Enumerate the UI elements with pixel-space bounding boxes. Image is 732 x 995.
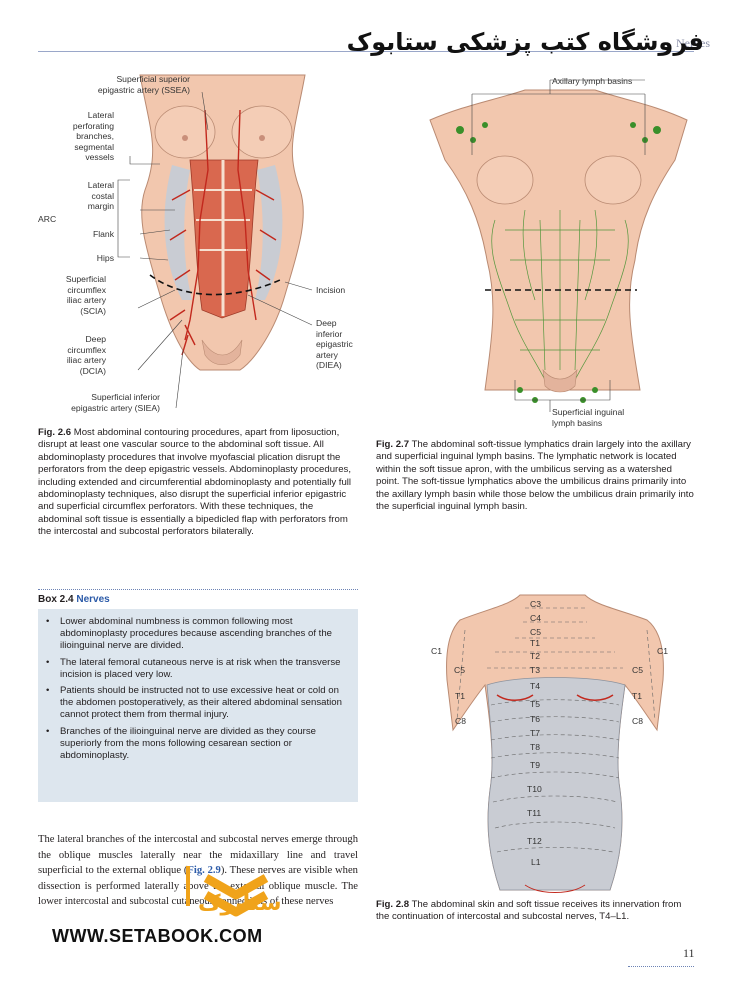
- box-number: Box 2.4: [38, 594, 74, 605]
- derm-c1-right: C1: [657, 646, 668, 656]
- fig-2-6-caption: Fig. 2.6 Most abdominal contouring proce…: [38, 427, 360, 539]
- label-arc: ARC: [38, 214, 57, 224]
- derm-c8-right: C8: [632, 716, 643, 726]
- body-text-b: ). These nerves are visible when dissect…: [38, 865, 358, 908]
- derm-t10: T10: [527, 784, 542, 794]
- setabook-logo-mark: [186, 866, 269, 917]
- derm-t5: T5: [530, 699, 541, 709]
- derm-c4: C4: [530, 613, 541, 623]
- box-list: Lower abdominal numbness is common follo…: [38, 609, 358, 762]
- derm-t1-right: T1: [632, 691, 643, 701]
- page-number: 11: [683, 946, 695, 960]
- setabook-logo-persian: ستابوک: [198, 890, 282, 915]
- box-top-rule: [38, 589, 358, 590]
- label-superficial-inguinal-lymph-basins: Superficial inguinal lymph basins: [552, 407, 625, 428]
- fig-2-6-caption-text: Most abdominal contouring procedures, ap…: [38, 427, 352, 538]
- fig-2-6-caption-ref: Fig. 2.6: [38, 427, 72, 438]
- running-header: Nerves: [676, 36, 710, 50]
- derm-t8: T8: [530, 742, 541, 752]
- label-flank: Flank: [92, 229, 114, 239]
- label-dcia: Deep circumflex iliac artery (DCIA): [66, 334, 106, 376]
- fig-2-8-caption: Fig. 2.8 The abdominal skin and soft tis…: [376, 899, 696, 924]
- derm-c1-left: C1: [431, 646, 442, 656]
- label-lateral-perforating: Lateral perforating branches, segmental …: [72, 110, 114, 162]
- derm-c3: C3: [530, 599, 541, 609]
- box-title-text: Nerves: [76, 594, 110, 605]
- derm-t4: T4: [530, 681, 541, 691]
- derm-c5: C5: [530, 627, 541, 637]
- box-nerves: Lower abdominal numbness is common follo…: [38, 609, 358, 802]
- box-item: Branches of the ilioinguinal nerve are d…: [46, 726, 350, 763]
- derm-t9: T9: [530, 760, 541, 770]
- derm-t7: T7: [530, 728, 541, 738]
- fig-2-8-illustration: [446, 594, 664, 893]
- derm-t12: T12: [527, 836, 542, 846]
- label-diea: Deep inferior epigastric artery (DIEA): [316, 318, 353, 370]
- label-siea: Superficial inferior epigastric artery (…: [71, 392, 160, 413]
- box-item: The lateral femoral cutaneous nerve is a…: [46, 657, 350, 681]
- fig-2-8-caption-ref: Fig. 2.8: [376, 899, 410, 910]
- label-hips: Hips: [96, 253, 114, 263]
- body-text-a: The lateral branches of the intercostal …: [38, 834, 358, 877]
- derm-t2: T2: [530, 651, 541, 661]
- fig-2-7-caption-ref: Fig. 2.7: [376, 439, 410, 450]
- body-paragraph: The lateral branches of the intercostal …: [38, 832, 358, 910]
- derm-l1: L1: [531, 857, 541, 867]
- derm-c5-right: C5: [632, 665, 643, 675]
- derm-t1: T1: [530, 638, 541, 648]
- fig-2-7-caption-text: The abdominal soft-tissue lymphatics dra…: [376, 439, 694, 513]
- label-scia: Superficial circumflex iliac artery (SCI…: [65, 274, 106, 316]
- label-lateral-costal-margin: Lateral costal margin: [87, 180, 114, 211]
- setabook-logo-url[interactable]: WWW.SETABOOK.COM: [52, 926, 263, 946]
- label-ssea: Superficial superior epigastric artery (…: [97, 74, 190, 95]
- fig-2-7-illustration: [429, 79, 688, 412]
- footer-rule: [628, 966, 694, 967]
- derm-t1-left: T1: [455, 691, 466, 701]
- derm-c8-left: C8: [455, 716, 466, 726]
- derm-t11: T11: [527, 808, 542, 818]
- watermark-title: فروشگاه کتب پزشکی ستابوک: [346, 28, 704, 56]
- label-axillary-lymph-basins: Axillary lymph basins: [552, 76, 633, 86]
- box-title: Box 2.4 Nerves: [38, 594, 110, 605]
- label-incision: Incision: [316, 285, 346, 295]
- fig-2-6-illustration: [117, 74, 313, 409]
- derm-t3: T3: [530, 665, 541, 675]
- box-item: Patients should be instructed not to use…: [46, 685, 350, 722]
- fig-2-8-caption-text: The abdominal skin and soft tissue recei…: [376, 899, 682, 923]
- derm-c5-left: C5: [454, 665, 465, 675]
- header-rule: [38, 51, 694, 52]
- fig-2-9-link[interactable]: Fig. 2.9: [187, 865, 221, 877]
- fig-2-7-caption: Fig. 2.7 The abdominal soft-tissue lymph…: [376, 439, 696, 513]
- derm-t6: T6: [530, 714, 541, 724]
- box-item: Lower abdominal numbness is common follo…: [46, 616, 350, 653]
